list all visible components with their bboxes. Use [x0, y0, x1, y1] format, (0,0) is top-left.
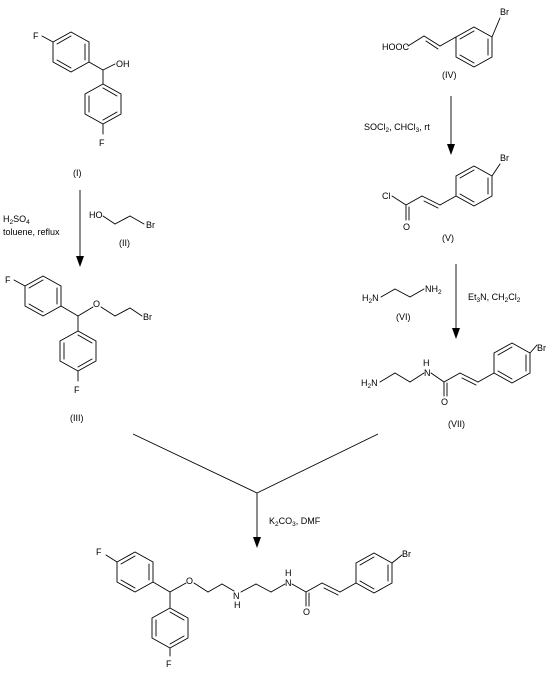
- bromophenyl-ring: [355, 552, 393, 594]
- amide-hydrogen: H: [423, 358, 430, 368]
- hydroxyl-group: OH: [116, 59, 130, 69]
- fluorine-atom: F: [99, 138, 105, 148]
- compound-i: F OH F (I): [33, 31, 130, 178]
- fluorine-atom: F: [96, 547, 102, 557]
- reaction-arrow-2: [447, 96, 455, 155]
- ether-oxygen: O: [93, 299, 100, 309]
- converging-arrow: [132, 433, 379, 548]
- amine-hydrogen: H: [234, 600, 241, 610]
- bromine-atom: Br: [146, 220, 155, 230]
- hydroxyl-group: HO: [89, 210, 103, 220]
- bromophenyl-ring: [455, 165, 493, 207]
- amide-nitrogen: N: [285, 578, 292, 588]
- bromine-atom: Br: [500, 7, 509, 17]
- reagent-toluene-reflux: toluene, reflux: [3, 227, 60, 237]
- compound-label-v: (V): [442, 233, 454, 243]
- amide-nitrogen: N: [424, 368, 431, 378]
- reagent-socl2-chcl3: SOCl2, CHCl3, rt: [364, 122, 430, 134]
- compound-label-iii: (III): [70, 413, 84, 423]
- fluorine-atom: F: [33, 31, 39, 41]
- reagent-k2co3-dmf: K2CO3, DMF: [269, 516, 321, 528]
- amine-group: H2N: [361, 378, 378, 390]
- reaction-arrow-3: [452, 264, 460, 339]
- final-product: F O N H H N O Br: [96, 547, 411, 669]
- compound-vi: H2N NH2 (VI): [362, 284, 442, 322]
- compound-label-i: (I): [73, 168, 82, 178]
- compound-iii: F O Br F (III): [5, 275, 152, 423]
- compound-label-vii: (VII): [448, 419, 465, 429]
- amine-group-left: H2N: [362, 293, 379, 305]
- compound-vii: H2N H N O Br (VII): [361, 342, 546, 429]
- fluorine-atom: F: [5, 275, 11, 285]
- bromine-atom: Br: [143, 312, 152, 322]
- bromophenyl-ring: [455, 26, 493, 68]
- amine-group-right: NH2: [425, 284, 442, 296]
- ether-oxygen: O: [186, 576, 193, 586]
- fluorophenyl-ring-bottom: [84, 83, 122, 125]
- amide-hydrogen: H: [285, 568, 292, 578]
- reagent-h2so4: H2SO4: [3, 214, 30, 226]
- amine-nitrogen: N: [233, 591, 240, 601]
- fluorophenyl-ring-top: [52, 31, 90, 73]
- carbonyl-oxygen: O: [303, 607, 310, 617]
- fluorine-atom: F: [74, 385, 80, 395]
- carbonyl-oxygen: O: [403, 222, 410, 232]
- compound-label-vi: (VI): [396, 312, 411, 322]
- fluorophenyl-ring-bottom: [59, 330, 97, 372]
- compound-iv: HOOC Br (IV): [382, 7, 509, 80]
- fluorophenyl-ring-top: [116, 551, 154, 593]
- bromine-atom: Br: [500, 153, 509, 163]
- fluorophenyl-ring-bottom: [151, 607, 189, 649]
- compound-label-iv: (IV): [442, 70, 457, 80]
- reagent-et3n-ch2cl2: Et3N, CH2Cl2: [468, 292, 521, 304]
- bromine-atom: Br: [537, 343, 546, 353]
- carbonyl-oxygen: O: [441, 397, 448, 407]
- bromophenyl-ring: [493, 342, 531, 384]
- bromine-atom: Br: [402, 549, 411, 559]
- fluorine-atom: F: [166, 659, 172, 669]
- compound-ii: HO Br (II): [89, 210, 155, 248]
- chlorine-atom: Cl: [382, 191, 391, 201]
- compound-v: Cl O Br (V): [382, 153, 509, 243]
- carboxylic-acid-group: HOOC: [382, 42, 410, 52]
- compound-label-ii: (II): [119, 238, 130, 248]
- reaction-arrow-1: [76, 190, 84, 267]
- fluorophenyl-ring-top: [24, 275, 62, 317]
